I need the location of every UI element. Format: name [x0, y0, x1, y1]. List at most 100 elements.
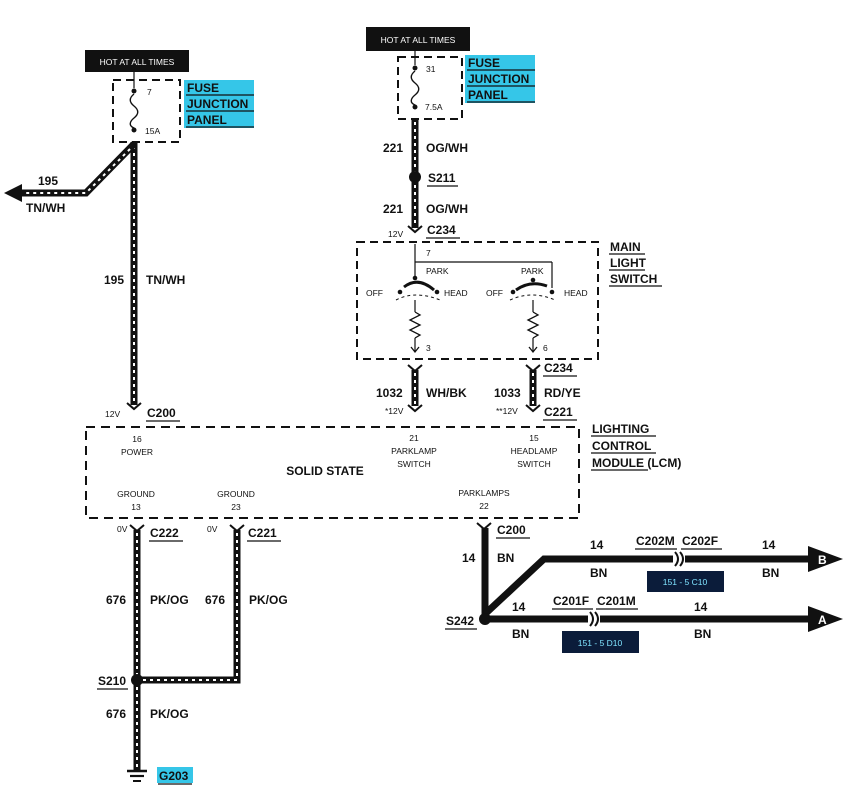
fuse-panel-line2-right: JUNCTION — [468, 72, 529, 86]
ref-label-a: 151 - 5 D10 — [578, 638, 623, 648]
voltage-1033: **12V — [496, 406, 518, 416]
lcm-parklamp-2: SWITCH — [397, 459, 431, 469]
circuit-14-b1: 14 — [590, 538, 604, 552]
mls-title-1: MAIN — [610, 240, 641, 254]
g203-highlight — [157, 767, 193, 783]
connector-c222: C222 — [150, 526, 179, 540]
pin-chevron-c200 — [126, 402, 142, 411]
mls-pin-in: 7 — [426, 248, 431, 258]
circuit-14-b2: 14 — [762, 538, 776, 552]
mls-title-3: SWITCH — [610, 272, 657, 286]
color-bn-b1: BN — [590, 566, 607, 580]
lighting-control-module: LIGHTING CONTROL MODULE (LCM) 16 POWER 2… — [85, 422, 681, 519]
lcm-box — [85, 426, 580, 519]
color-bn-main: BN — [497, 551, 514, 565]
voltage-left: 12V — [105, 409, 120, 419]
connector-c200-top: C200 — [147, 406, 176, 420]
fuse-terminal-top-left — [131, 88, 137, 94]
color-ogwh-b: OG/WH — [426, 202, 468, 216]
ground-circuits: 0V C222 0V C221 676 PK/OG 676 PK/OG S210… — [97, 524, 288, 785]
parklamp-output: C200 14 BN B 14 BN C202M C202F 151 - 5 C… — [445, 522, 843, 653]
fuse-panel-line2-left: JUNCTION — [187, 97, 248, 111]
lcm-headlamp-1: HEADLAMP — [511, 446, 558, 456]
lcm-headlamp-2: SWITCH — [517, 459, 551, 469]
pin-chevron-c234-in — [407, 225, 423, 234]
connector-c234-bottom: C234 — [544, 361, 573, 375]
ground-point-g203: G203 — [159, 769, 189, 783]
splice-s210-label: S210 — [98, 674, 126, 688]
resistor-left — [408, 311, 422, 339]
fuse-rating-right: 7.5A — [425, 102, 443, 112]
splice-s210 — [131, 674, 143, 686]
lcm-parklamps: PARKLAMPS — [458, 488, 510, 498]
fuse-terminal-bottom-right — [412, 104, 418, 110]
fuse-number-left: 7 — [147, 87, 152, 97]
ref-box-b — [647, 571, 724, 592]
arrow-b-label: B — [818, 553, 827, 567]
fuse-symbol-left — [129, 93, 139, 129]
fuse-panel-highlight-right — [465, 55, 535, 103]
lcm-ground-2: GROUND — [217, 489, 255, 499]
color-pkog-bottom: PK/OG — [150, 707, 189, 721]
color-bn-a2: BN — [694, 627, 711, 641]
fuse-terminal-top-right — [412, 65, 418, 71]
voltage-1032: *12V — [385, 406, 404, 416]
mls-off-right: OFF — [486, 288, 503, 298]
connector-c202f: C202F — [682, 534, 718, 548]
resistor-right — [526, 311, 540, 339]
lcm-pin-13: 13 — [131, 502, 141, 512]
splice-s242-label: S242 — [446, 614, 474, 628]
mls-title-2: LIGHT — [610, 256, 647, 270]
arrow-a-label: A — [818, 613, 827, 627]
ground-voltage-left: 0V — [117, 524, 128, 534]
fuse-panel-line1-left: FUSE — [187, 81, 219, 95]
mls-head-right: HEAD — [564, 288, 588, 298]
connector-c201m: C201M — [597, 594, 636, 608]
ground-symbol — [127, 769, 147, 782]
ground-voltage-right: 0V — [207, 524, 218, 534]
hot-label-box-left — [85, 50, 189, 72]
circuit-676-left: 676 — [106, 593, 126, 607]
color-pkog-right: PK/OG — [249, 593, 288, 607]
color-bn-b2: BN — [762, 566, 779, 580]
branch-arrow-left — [4, 184, 22, 202]
color-pkog-left: PK/OG — [150, 593, 189, 607]
lcm-solid-state: SOLID STATE — [286, 464, 364, 478]
left-feed: HOT AT ALL TIMES 7 15A FUSE JUNCTION PAN… — [4, 50, 254, 422]
right-feed: HOT AT ALL TIMES 31 7.5A FUSE JUNCTION P… — [366, 27, 535, 239]
circuit-676-bottom: 676 — [106, 707, 126, 721]
circuit-221-a: 221 — [383, 141, 403, 155]
lcm-title-1: LIGHTING — [592, 422, 649, 436]
branch-color-left: TN/WH — [26, 201, 65, 215]
splice-s211-label: S211 — [428, 171, 456, 185]
arrow-a — [808, 606, 843, 632]
color-ogwh-a: OG/WH — [426, 141, 468, 155]
fuse-number-right: 31 — [426, 64, 436, 74]
circuit-14-a2: 14 — [694, 600, 708, 614]
main-light-switch: MAIN LIGHT SWITCH 7 PARK OFF HEAD 3 PARK… — [356, 240, 662, 360]
lcm-ground-1: GROUND — [117, 489, 155, 499]
fuse-panel-line3-left: PANEL — [187, 113, 227, 127]
mls-pin-left: 3 — [426, 343, 431, 353]
color-bn-a1: BN — [512, 627, 529, 641]
color-left: TN/WH — [146, 273, 185, 287]
fuse-panel-line1-right: FUSE — [468, 56, 500, 70]
hot-label-right: HOT AT ALL TIMES — [381, 35, 456, 45]
branch-circuit-left: 195 — [38, 174, 58, 188]
color-rdye: RD/YE — [544, 386, 581, 400]
fuse-terminal-bottom-left — [131, 127, 137, 133]
lcm-pin-23: 23 — [231, 502, 241, 512]
lcm-title-3: MODULE (LCM) — [592, 456, 681, 470]
fuse-box-left — [112, 79, 181, 143]
circuit-221-b: 221 — [383, 202, 403, 216]
lcm-power: POWER — [121, 447, 153, 457]
lcm-pin-21: 21 — [409, 433, 419, 443]
lcm-pin-22: 22 — [479, 501, 489, 511]
voltage-right: 12V — [388, 229, 403, 239]
ref-label-b: 151 - 5 C10 — [663, 577, 708, 587]
connector-c221-ground: C221 — [248, 526, 277, 540]
switch-outputs: C234 1032 WH/BK 1033 RD/YE *12V **12V C2… — [376, 361, 581, 421]
main-light-switch-box — [356, 241, 599, 360]
fuse-box-right — [397, 56, 463, 120]
mls-head-left: HEAD — [444, 288, 468, 298]
